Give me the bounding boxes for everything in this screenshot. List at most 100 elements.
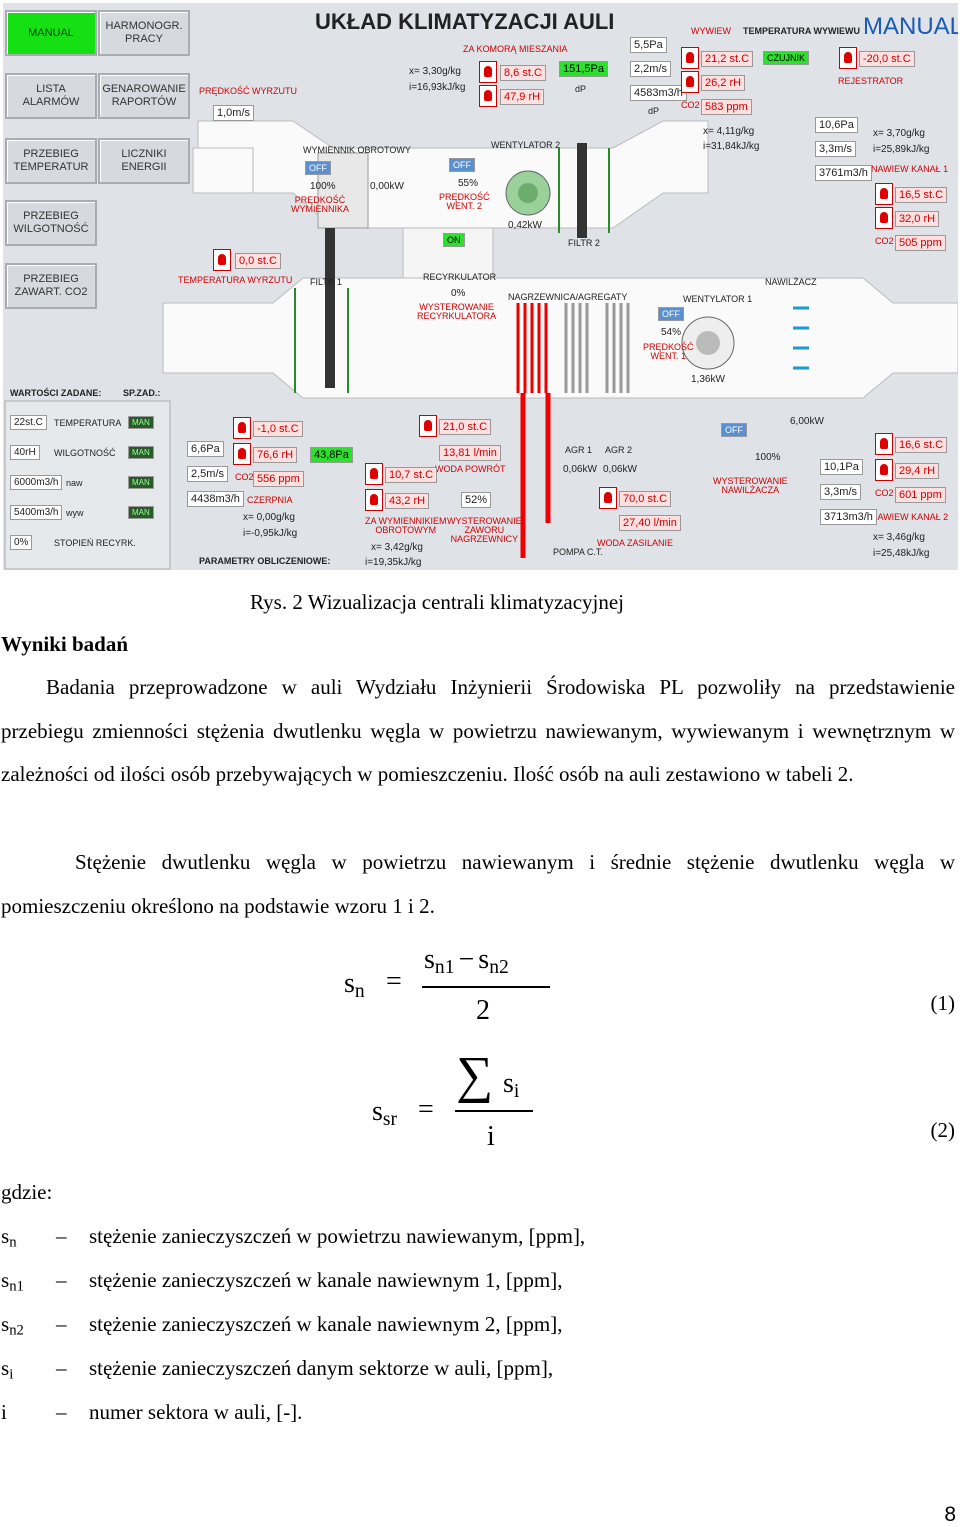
setpoint-row: 5400m3/h wyw MAN: [10, 505, 160, 535]
fan2-power: 0,42kW: [508, 220, 542, 231]
reports-button[interactable]: GENAROWANIE RAPORTÓW: [98, 73, 190, 119]
manual-button[interactable]: MANUAL: [5, 10, 97, 56]
exhaust-speed-label: PRĘDKOŚĆ WYRZUTU: [199, 86, 298, 96]
co2-plots-button[interactable]: PRZEBIEG ZAWART. CO2: [5, 263, 97, 309]
supply2-co2: 601 ppm: [895, 487, 946, 503]
section-heading: Wyniki badań: [1, 632, 129, 656]
temperature-plots-button[interactable]: PRZEBIEG TEMPERATUR: [5, 138, 97, 184]
water-supply-temp: 70,0 st.C: [619, 491, 672, 507]
setpoint-label: naw: [66, 478, 83, 488]
exhaust-x: x= 4,11g/kg: [703, 126, 755, 137]
hx-state[interactable]: OFF: [305, 161, 331, 175]
intake-flow: 4438m3/h: [187, 491, 244, 507]
agr1-label: AGR 1: [565, 445, 593, 455]
calc-params-label: PARAMETRY OBLICZENIOWE:: [199, 556, 331, 566]
setpoint-value[interactable]: 40rH: [10, 445, 40, 460]
recirculator-label: RECYRKULATOR: [423, 272, 497, 282]
setpoint-label: WILGOTNOŚĆ: [54, 448, 116, 458]
water-return-flow: 13,81 l/min: [439, 445, 501, 461]
page-number: 8: [944, 1503, 956, 1526]
water-supply-flow: 27,40 l/min: [619, 515, 681, 531]
after-hx-i: i=19,35kJ/kg: [365, 557, 422, 568]
humidifier-percent: 100%: [755, 452, 781, 463]
fan2-speed-label: PRĘDKOŚĆ WENT. 2: [439, 192, 490, 211]
where-label: gdzie:: [1, 1180, 53, 1204]
eq2-numerator: si: [503, 1068, 520, 1102]
exhaust-i: i=31,84kJ/kg: [703, 141, 760, 152]
humidity-icon: [365, 489, 383, 511]
supply2-rh: 29,4 rH: [895, 463, 940, 479]
definition-text: numer sektora w auli, [-].: [89, 1400, 303, 1424]
setpoints-label: WARTOŚCI ZADANE:: [10, 388, 102, 398]
hx-speed-label: PRĘDKOŚĆ WYMIENNIKA: [291, 195, 350, 214]
humidifier-label: NAWILŻACZ: [765, 277, 817, 287]
eq2-denominator: i: [487, 1121, 495, 1152]
fan1-state[interactable]: OFF: [658, 307, 684, 321]
exhaust-label: WYWIEW: [691, 26, 731, 36]
definition-text: stężenie zanieczyszczeń danym sektorze w…: [89, 1356, 554, 1380]
exhaust-out-temp: 0,0 st.C: [235, 253, 281, 269]
intake-dp: 6,6Pa: [187, 441, 224, 457]
definition-dash: –: [56, 1224, 67, 1248]
fan2-state[interactable]: OFF: [449, 158, 475, 172]
setpoint-label: STOPIEŃ RECYRK.: [54, 538, 136, 548]
mixing-label: ZA KOMORĄ MIESZANIA: [463, 44, 568, 54]
thermometer-icon: [681, 47, 699, 69]
setpoint-label: wyw: [66, 508, 84, 518]
rotary-hx-label: WYMIENNIK OBROTOWY: [303, 145, 411, 155]
eq2-equals: =: [418, 1094, 434, 1125]
humidity-icon: [681, 71, 699, 93]
intake-x: x= 0,00g/kg: [243, 512, 295, 523]
thermometer-icon: [599, 487, 617, 509]
setpoint-value[interactable]: 0%: [10, 535, 33, 550]
eq1-equals: =: [386, 966, 402, 997]
exhaust-co2: 583 ppm: [701, 99, 752, 115]
supply1-rh: 32,0 rH: [895, 211, 940, 227]
eq1-number: (1): [930, 991, 956, 1015]
paragraph: Badania przeprowadzone w auli Wydziału I…: [1, 666, 955, 797]
alarms-button[interactable]: LISTA ALARMÓW: [5, 73, 97, 119]
dp-label: dP: [575, 84, 587, 94]
water-return-label: WODA POWRÓT: [435, 464, 506, 474]
setpoint-tag[interactable]: MAN: [128, 476, 154, 489]
fan1-power: 1,36kW: [691, 374, 725, 385]
setpoint-value[interactable]: 22st.C: [10, 415, 47, 430]
setpoint-row: 22st.C TEMPERATURA MAN: [10, 415, 160, 445]
recirc-percent: 0%: [451, 288, 466, 299]
thermometer-icon: [419, 415, 437, 437]
filter2-label: FILTR 2: [568, 238, 600, 248]
filter1-label: FILTR 1: [310, 277, 342, 287]
exhaust-out-velocity: 1,0m/s: [213, 105, 255, 121]
setpoint-tag[interactable]: MAN: [128, 416, 154, 429]
recirc-state[interactable]: ON: [443, 233, 465, 247]
eq1-fraction-bar: [422, 986, 550, 988]
humidifier-state[interactable]: OFF: [721, 423, 747, 437]
water-supply-label: WODA ZASILANIE: [597, 538, 674, 548]
definition-symbol: sn: [1, 1224, 17, 1251]
humidity-icon: [875, 207, 893, 229]
setpoint-tag[interactable]: MAN: [128, 506, 154, 519]
schedule-button[interactable]: HARMONOGR. PRACY: [98, 10, 190, 56]
heater-label: NAGRZEWNICA/AGREGATY: [508, 292, 628, 302]
supply2-velocity: 3,3m/s: [820, 484, 862, 500]
fan2-percent: 55%: [458, 178, 479, 189]
setpoint-tag[interactable]: MAN: [128, 446, 154, 459]
definition-text: stężenie zanieczyszczeń w powietrzu nawi…: [89, 1224, 586, 1248]
setpoint-row: 40rH WILGOTNOŚĆ MAN: [10, 445, 160, 475]
definition-text: stężenie zanieczyszczeń w kanale nawiewn…: [89, 1312, 563, 1336]
exhaust-flow: 4583m3/h: [630, 85, 687, 101]
energy-button[interactable]: LICZNIKI ENERGII: [98, 138, 190, 184]
mix-i: i=16,93kJ/kg: [409, 82, 466, 93]
supply2-label: NAWIEW KANAŁ 2: [871, 512, 949, 522]
definition-symbol: sn1: [1, 1268, 24, 1295]
setpoint-value[interactable]: 6000m3/h: [10, 475, 63, 490]
eq1-numerator: sn1−sn2: [424, 944, 509, 978]
agr2-label: AGR 2: [605, 445, 633, 455]
exhaust-temp: 21,2 st.C: [701, 51, 754, 67]
humidity-plots-button[interactable]: PRZEBIEG WILGOTNOŚĆ: [5, 200, 97, 246]
supply2-i: i=25,48kJ/kg: [873, 548, 930, 559]
eq2-sum: ∑: [456, 1047, 494, 1104]
setpoint-value[interactable]: 5400m3/h: [10, 505, 63, 520]
sensor-tag: CZUJNIK: [763, 51, 809, 65]
definition-dash: –: [56, 1268, 67, 1292]
